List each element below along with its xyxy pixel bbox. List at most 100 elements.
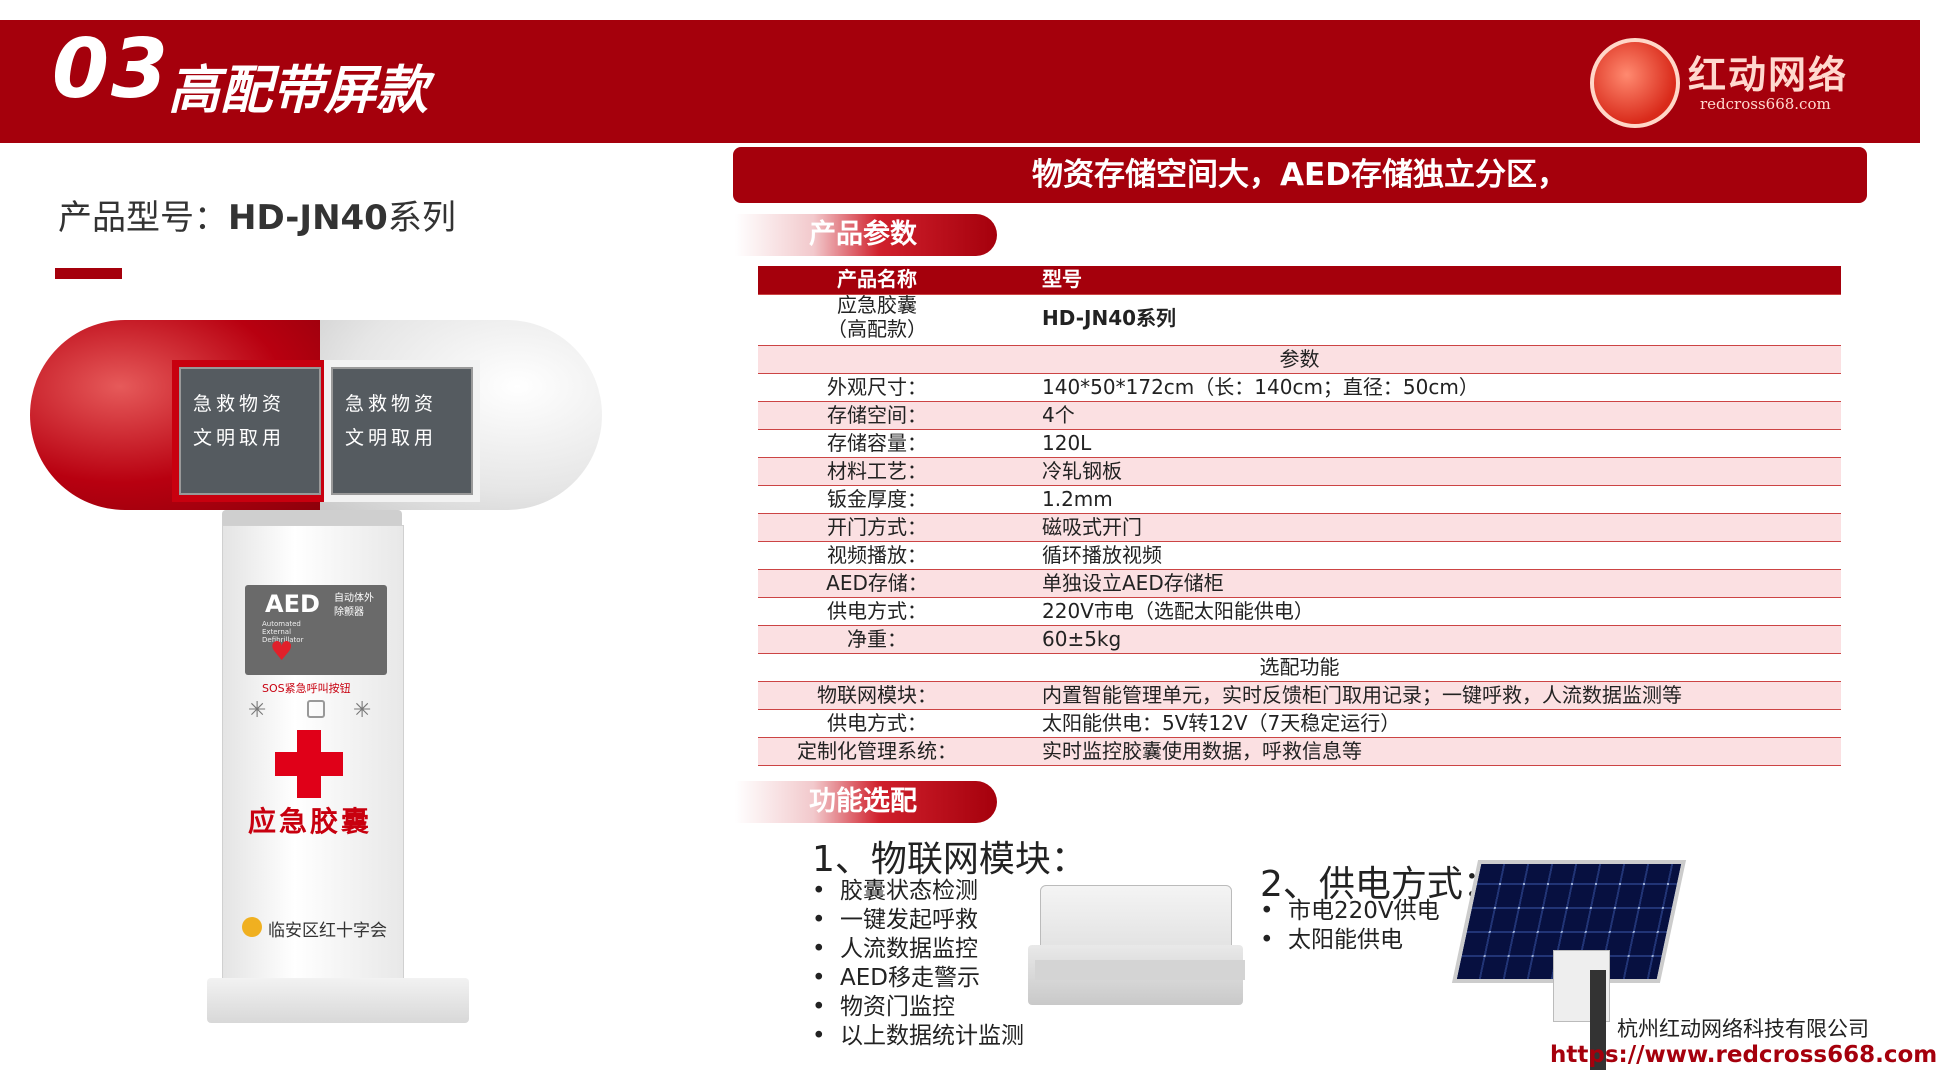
- list-item-text: 太阳能供电: [1288, 927, 1403, 953]
- solar-pole-image: [1590, 970, 1606, 1070]
- table-section-row: 选配功能: [758, 654, 1841, 682]
- window-text-line: 急救物资: [345, 393, 438, 415]
- aed-panel: [245, 585, 387, 675]
- param-label: 供电方式：: [827, 711, 927, 735]
- table-section-row: 参数: [758, 346, 1841, 374]
- red-cross-icon: [275, 752, 343, 776]
- table-row: 材料工艺：冷轧钢板: [758, 458, 1841, 486]
- table-row: 供电方式：220V市电（选配太阳能供电）: [758, 598, 1841, 626]
- table-section-label: 选配功能: [1259, 655, 1340, 679]
- table-row: 视频播放： 循环播放视频: [758, 542, 1841, 570]
- list-item-text: 胶囊状态检测: [840, 878, 978, 904]
- table-row: 物联网模块： 内置智能管理单元，实时反馈柜门取用记录；一键呼救，人流数据监测等: [758, 682, 1841, 710]
- table-row: 净重： 60±5kg: [758, 626, 1841, 654]
- stand-label: 应急胶囊: [248, 805, 373, 838]
- model-suffix: 系列: [387, 198, 456, 238]
- footer-url[interactable]: https://www.redcross668.com: [1550, 1042, 1937, 1068]
- feature-title-iot: 1、物联网模块：: [812, 839, 1087, 880]
- red-cross-emblem-icon: [242, 917, 262, 937]
- table-row: 供电方式： 太阳能供电：5V转12V（7天稳定运行）: [758, 710, 1841, 738]
- model-prefix: 产品型号：: [58, 198, 228, 238]
- param-value: 4个: [1042, 403, 1075, 427]
- table-row: 外观尺寸：140*50*172cm（长：140cm；直径：50cm）: [758, 374, 1841, 402]
- product-name-line: （高配款）: [827, 317, 927, 341]
- aed-label: AED: [265, 590, 320, 618]
- speaker-icon: ✳: [248, 698, 267, 723]
- tab-label: 产品参数: [809, 219, 917, 250]
- table-section-label: 参数: [1279, 347, 1320, 371]
- param-value: 单独设立AED存储柜: [1042, 571, 1224, 595]
- param-value: 120L: [1042, 431, 1092, 455]
- section-tab-features: 功能选配: [735, 781, 997, 823]
- table-row: 开门方式： 磁吸式开门: [758, 514, 1841, 542]
- param-value: 140*50*172cm（长：140cm；直径：50cm）: [1042, 375, 1479, 399]
- list-item-text: AED移走警示: [840, 965, 980, 991]
- capsule-window-right: 急救物资 文明取用: [324, 360, 480, 502]
- window-text-line: 文明取用: [345, 427, 438, 449]
- product-model: 产品型号：HD-JN40系列: [58, 190, 456, 239]
- list-item-text: 一键发起呼救: [840, 907, 978, 933]
- table-header-cell: 产品名称: [837, 267, 917, 291]
- param-label: 定制化管理系统：: [797, 739, 957, 763]
- param-label: 材料工艺：: [827, 459, 927, 483]
- option-rows: 物联网模块： 内置智能管理单元，实时反馈柜门取用记录；一键呼救，人流数据监测等供电…: [758, 682, 1841, 766]
- param-value: 1.2mm: [1042, 487, 1113, 511]
- footer-company: 杭州红动网络科技有限公司: [1617, 1017, 1869, 1041]
- param-value: 内置智能管理单元，实时反馈柜门取用记录；一键呼救，人流数据监测等: [1042, 683, 1682, 707]
- logo-name: 红动网络: [1688, 53, 1849, 97]
- section-number: 03: [52, 22, 171, 117]
- param-label: 存储容量：: [827, 431, 927, 455]
- param-value: 循环播放视频: [1042, 543, 1162, 567]
- param-label: 钣金厚度：: [827, 487, 927, 511]
- bullet-icon: •: [812, 994, 826, 1020]
- bullet-icon: •: [812, 936, 826, 962]
- accent-bar: [55, 268, 122, 279]
- bullet-icon: •: [1260, 927, 1274, 953]
- list-item-text: 人流数据监控: [840, 936, 978, 962]
- heart-icon: ♥: [270, 637, 294, 667]
- list-item-text: 物资门监控: [840, 994, 955, 1020]
- stand-base: [207, 978, 469, 1023]
- speaker-icon: ✳: [353, 698, 372, 723]
- window-text-line: 文明取用: [193, 427, 286, 449]
- sos-label: SOS紧急呼叫按钮: [262, 682, 351, 695]
- table-row: 应急胶囊（高配款） HD-JN40系列: [758, 293, 1841, 346]
- sos-button-icon: [307, 700, 325, 718]
- param-value: 实时监控胶囊使用数据，呼救信息等: [1042, 739, 1362, 763]
- section-tab-params: 产品参数: [735, 214, 997, 256]
- table-row: 钣金厚度： 1.2mm: [758, 486, 1841, 514]
- spec-table: 产品名称 型号 应急胶囊（高配款） HD-JN40系列 参数 外观尺寸：140*…: [758, 266, 1841, 766]
- list-item-text: 市电220V供电: [1288, 898, 1440, 924]
- param-rows: 外观尺寸：140*50*172cm（长：140cm；直径：50cm）存储空间： 4…: [758, 374, 1841, 654]
- capsule-window-left: 急救物资 文明取用: [172, 360, 328, 502]
- param-label: 视频播放：: [827, 543, 927, 567]
- organization-label: 临安区红十字会: [268, 921, 387, 941]
- model-value: HD-JN40: [228, 198, 388, 238]
- feature-title-power: 2、供电方式：: [1260, 864, 1499, 905]
- param-label: 供电方式：: [827, 599, 927, 623]
- table-row: 定制化管理系统： 实时监控胶囊使用数据，呼救信息等: [758, 738, 1841, 766]
- param-label: 物联网模块：: [817, 683, 937, 707]
- param-value: 太阳能供电：5V转12V（7天稳定运行）: [1042, 711, 1401, 735]
- bullet-icon: •: [812, 878, 826, 904]
- list-item-text: 以上数据统计监测: [840, 1023, 1024, 1049]
- param-value: 磁吸式开门: [1042, 515, 1142, 539]
- table-row: AED存储：单独设立AED存储柜: [758, 570, 1841, 598]
- logo-url: redcross668.com: [1700, 95, 1831, 113]
- table-header-cell: 型号: [1042, 267, 1082, 291]
- param-label: 存储空间：: [827, 403, 927, 427]
- slogan-banner: 物资存储空间大，AED存储独立分区，: [733, 147, 1867, 203]
- aed-cn-label: 自动体外除颤器: [334, 593, 374, 618]
- bullet-icon: •: [812, 1023, 826, 1049]
- table-row: 存储空间： 4个: [758, 402, 1841, 430]
- table-cell: HD-JN40系列: [1042, 306, 1177, 330]
- param-label: 净重：: [847, 627, 907, 651]
- iot-module-image: [1035, 960, 1245, 980]
- table-header-row: 产品名称 型号: [758, 266, 1841, 295]
- bullet-icon: •: [812, 965, 826, 991]
- param-value: 60±5kg: [1042, 627, 1122, 651]
- param-label: 开门方式：: [827, 515, 927, 539]
- logo-icon: [1590, 38, 1680, 128]
- table-cell: 应急胶囊（高配款）: [758, 293, 996, 341]
- product-name-line: 应急胶囊: [837, 293, 917, 317]
